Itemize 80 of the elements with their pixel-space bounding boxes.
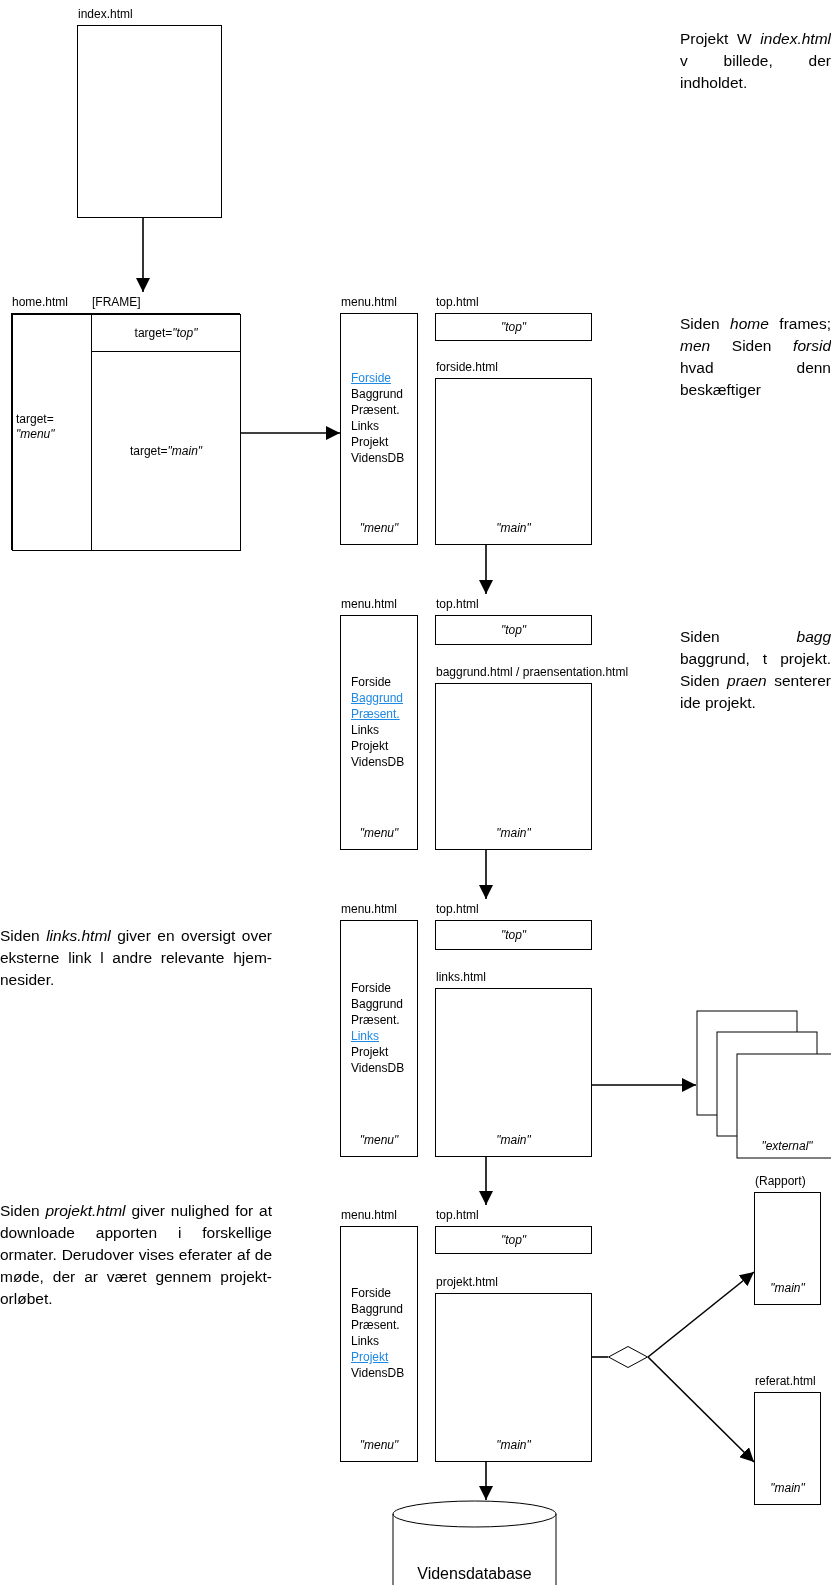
menu-link: Præsent. [351, 705, 400, 722]
frame-name: "menu" [358, 1133, 400, 1148]
frame-name: "menu" [358, 1438, 400, 1453]
menu-link: Forside [351, 370, 391, 386]
frame-name: "main" [769, 1481, 806, 1496]
menu-item: Baggrund [351, 386, 404, 402]
menu-item: Projekt [351, 737, 389, 754]
frame-name: "top" [499, 1232, 528, 1248]
frame-name: "menu" [358, 826, 400, 841]
connector-line [591, 1356, 609, 1358]
database-label: Vidensdatabase [416, 1566, 533, 1581]
frame-name: "main" [769, 1281, 806, 1296]
file-name: menu.html [341, 295, 398, 310]
frame-target-text: target="main" [128, 444, 204, 459]
description-text: Projekt W index.html v billede, der indholdet. [680, 29, 831, 93]
arrow [136, 217, 150, 293]
file-name: menu.html [341, 1208, 398, 1223]
frame-name: "menu" [358, 521, 400, 536]
menu-link: Projekt [351, 1349, 389, 1365]
menu-item: Forside [351, 1285, 391, 1301]
file-name: top.html [436, 597, 479, 612]
external-pages-stack [696, 1010, 831, 1160]
menu-item: Links [351, 721, 379, 738]
menu-item: VidensDB [351, 1365, 405, 1381]
menu-item: Præsent. [351, 1317, 400, 1333]
menu-item: Baggrund [351, 1301, 404, 1317]
menu-item: VidensDB [351, 753, 405, 770]
frame-name: "main" [495, 826, 532, 841]
arrow [647, 1271, 755, 1358]
frame-name: "top" [499, 319, 528, 335]
frame-name: "main" [495, 1133, 532, 1148]
file-name: top.html [436, 295, 479, 310]
frame-name: "main" [495, 521, 532, 536]
frame-name: "top" [499, 927, 528, 943]
arrow [479, 544, 493, 595]
file-name: referat.html [755, 1374, 816, 1389]
frame-name: "top" [499, 622, 528, 638]
arrow [479, 1461, 493, 1501]
frame-tag: [FRAME] [92, 295, 141, 310]
frame-target-text: target= "menu" [16, 411, 56, 442]
frame-area [91, 314, 241, 352]
file-name: top.html [436, 1208, 479, 1223]
menu-item: Forside [351, 979, 391, 996]
arrow [647, 1356, 755, 1463]
description-text: Siden bagg baggrund, t projekt. Siden praen senterer ide projekt. [680, 627, 831, 713]
arrow [239, 426, 341, 440]
arrow [479, 849, 493, 900]
menu-item: Links [351, 1333, 379, 1349]
menu-item: Baggrund [351, 995, 404, 1012]
frame-target-text: target="top" [133, 326, 199, 341]
file-name: index.html [78, 7, 133, 22]
menu-item: Projekt [351, 1043, 389, 1060]
menu-link: Baggrund [351, 689, 404, 706]
file-name: menu.html [341, 597, 398, 612]
description-text: Siden projekt.html giver nulighed for at downloade apporten i forskellige ormater. Derudover vises eferater af de møde, der ar været gennem projekt- orløbet. [0, 1201, 272, 1309]
decision-diamond [608, 1346, 648, 1368]
frame-name: "external" [760, 1139, 814, 1154]
arrow [479, 1156, 493, 1206]
file-name: menu.html [341, 902, 398, 917]
menu-item: Præsent. [351, 402, 400, 418]
frame-name: "main" [495, 1438, 532, 1453]
frame-area [12, 314, 92, 551]
file-name: links.html [436, 970, 486, 985]
file-name: (Rapport) [755, 1174, 806, 1189]
file-name: projekt.html [436, 1275, 499, 1290]
description-text: Siden links.html giver en oversigt over eksterne link l andre relevante hjem- nesider. [0, 926, 272, 990]
menu-item: VidensDB [351, 450, 405, 466]
menu-item: Links [351, 418, 379, 434]
frame-area [91, 351, 241, 551]
file-name: forside.html [436, 360, 499, 375]
file-name: baggrund.html / praensentation.html [436, 665, 629, 680]
arrow [591, 1078, 697, 1092]
menu-link: Links [351, 1027, 379, 1044]
description-text: Siden home frames; men Siden forsid hvad denn beskæftiger [680, 314, 831, 400]
file-name: top.html [436, 902, 479, 917]
file-name: home.html [12, 295, 69, 310]
menu-item: Præsent. [351, 1011, 400, 1028]
menu-item: Forside [351, 673, 391, 690]
menu-item: Projekt [351, 434, 389, 450]
menu-item: VidensDB [351, 1059, 405, 1076]
